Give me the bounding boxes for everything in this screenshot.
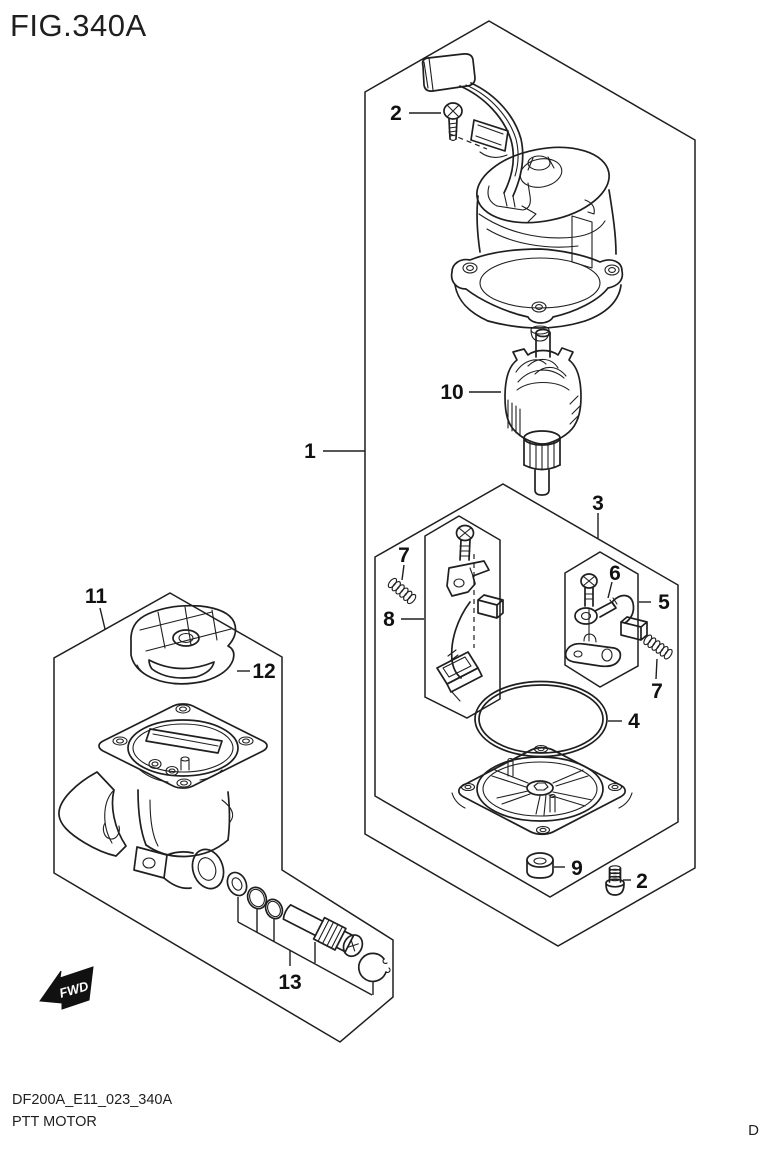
figure-name: PTT MOTOR [12, 1114, 97, 1130]
callout-leaders [100, 113, 657, 880]
drawing-code: DF200A_E11_023_340A [12, 1092, 173, 1108]
grommet-drawing [527, 853, 553, 878]
callout-10: 10 [440, 381, 463, 404]
brush-spring-right [642, 634, 673, 661]
callout-9: 9 [571, 857, 583, 880]
callout-12: 12 [252, 660, 275, 683]
armature-drawing [505, 330, 581, 496]
callout-13: 13 [278, 971, 301, 994]
fwd-marker: FWD [40, 967, 93, 1009]
callout-3: 3 [592, 492, 604, 515]
callout-labels: 1 2 3 4 5 6 7 7 8 9 2 10 11 12 13 [85, 102, 670, 994]
callout-7-left: 7 [398, 544, 410, 567]
brush-assembly-left [437, 526, 503, 702]
pump-housing-drawing [59, 701, 273, 893]
callout-1: 1 [304, 440, 316, 463]
callout-2-bottom: 2 [636, 870, 648, 893]
valve-kit-drawing [224, 869, 390, 995]
callout-6: 6 [609, 562, 621, 585]
footer: DF200A_E11_023_340A PTT MOTOR [12, 1089, 172, 1133]
callout-7-right: 7 [651, 680, 663, 703]
pump-assembly-box-11 [54, 593, 393, 1042]
screw-top-drawing [444, 103, 462, 141]
callout-8: 8 [383, 608, 395, 631]
brush-spring-left [387, 577, 418, 605]
brush-assembly-right [566, 574, 647, 666]
motor-drawing [423, 54, 623, 341]
callout-2-top: 2 [390, 102, 402, 125]
screw-bottom-drawing [606, 866, 624, 895]
figure-title: FIG.340A [10, 8, 147, 43]
brush-box-left-8 [425, 516, 500, 718]
callout-5: 5 [658, 591, 670, 614]
main-assembly-box [365, 21, 695, 946]
sub-assembly-box-3 [375, 484, 678, 897]
page-letter: D [748, 1122, 759, 1139]
filter-plate-drawing [131, 606, 236, 684]
end-frame-drawing [452, 744, 632, 837]
callout-11: 11 [85, 585, 108, 608]
brush-box-right-5 [565, 552, 638, 687]
callout-4: 4 [628, 710, 640, 733]
